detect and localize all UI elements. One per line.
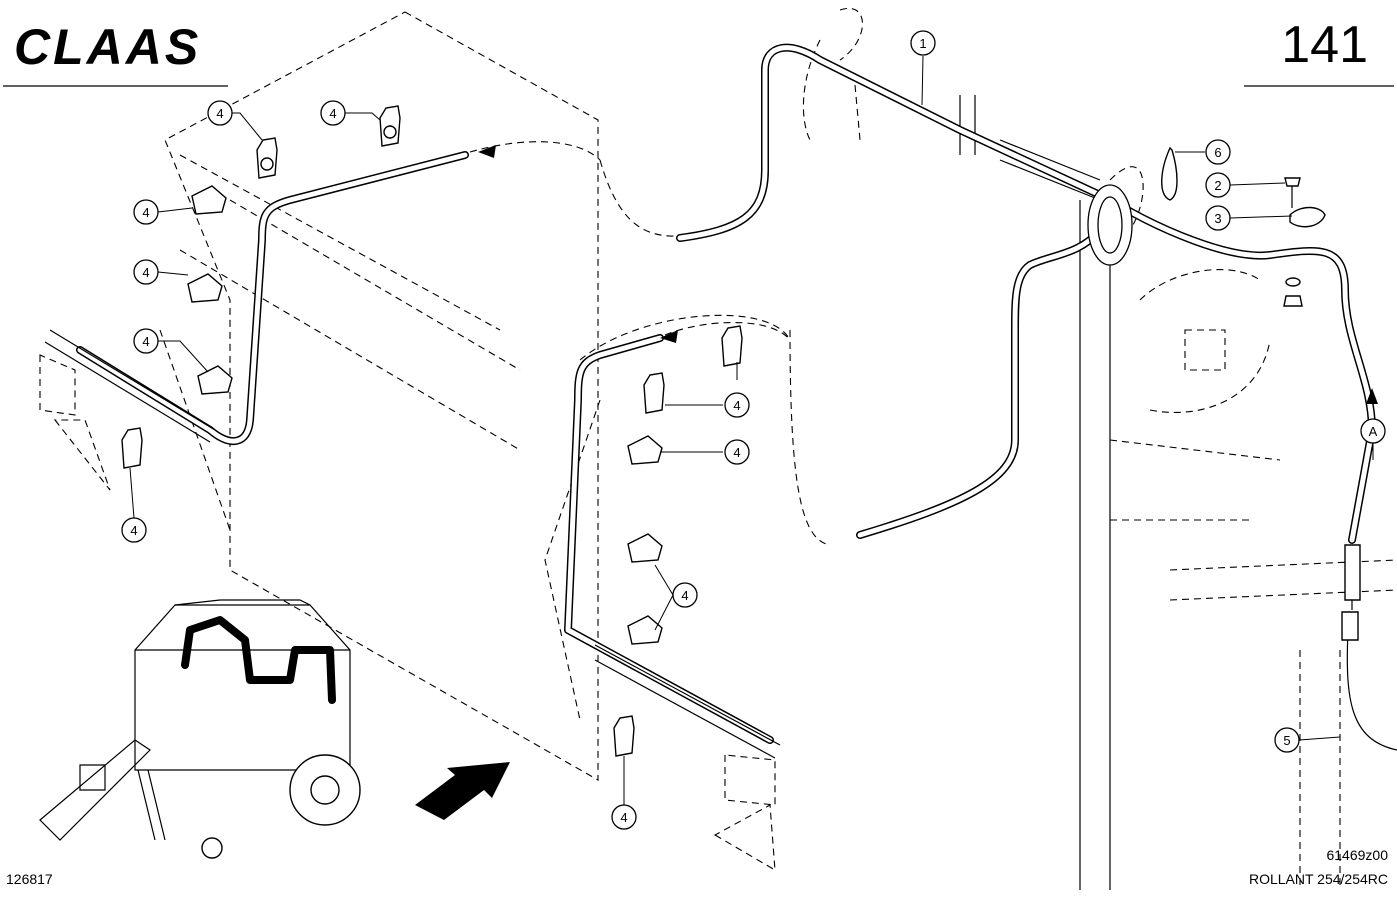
- hydraulic-hose: [76, 43, 1397, 751]
- diagram-code: 61469z00: [1326, 847, 1388, 863]
- callout-4: 4: [672, 582, 698, 608]
- clip: [627, 435, 663, 465]
- clip: [187, 273, 223, 303]
- direction-arrow-icon: [478, 145, 496, 158]
- header: CLAAS 141: [3, 16, 1394, 87]
- svg-text:5: 5: [1283, 733, 1290, 748]
- svg-text:4: 4: [130, 523, 137, 538]
- svg-text:4: 4: [681, 588, 688, 603]
- clip: [191, 185, 227, 215]
- hose-clips: [121, 105, 743, 757]
- callout-4: 4: [320, 100, 346, 126]
- assembly-arrow-icon: [415, 762, 510, 820]
- callout-1: 1: [910, 30, 936, 56]
- svg-text:3: 3: [1214, 211, 1221, 226]
- baler-overview: [39, 599, 361, 859]
- callout-4: 4: [121, 517, 147, 543]
- chassis-structure: [854, 84, 1397, 890]
- clip: [613, 715, 635, 757]
- callout-2: 2: [1205, 172, 1231, 198]
- clip: [379, 105, 401, 147]
- svg-text:4: 4: [733, 398, 740, 413]
- coupling-socket: [1341, 611, 1359, 641]
- callout-4: 4: [133, 328, 159, 354]
- svg-text:4: 4: [733, 445, 740, 460]
- callout-5: 5: [1274, 727, 1300, 753]
- model-name: ROLLANT 254/254RC: [1249, 871, 1388, 887]
- svg-text:4: 4: [142, 334, 149, 349]
- svg-text:4: 4: [620, 810, 627, 825]
- machine-frame-outline: [159, 7, 1144, 781]
- coupling: [1344, 544, 1361, 601]
- cable-tie: [1161, 146, 1178, 201]
- page-number: 141: [1281, 16, 1368, 74]
- callout-3: 3: [1205, 205, 1231, 231]
- callout-4: 4: [133, 199, 159, 225]
- bolt: [1284, 177, 1301, 187]
- clip: [627, 533, 663, 563]
- svg-text:1: 1: [919, 36, 926, 51]
- svg-text:4: 4: [142, 265, 149, 280]
- callout-4: 4: [207, 100, 233, 126]
- callouts: 1 6 2 3 A 5 4 4 4 4 4 4 4 4 4 4: [121, 30, 1386, 830]
- clip: [121, 427, 143, 469]
- callout-4: 4: [724, 392, 750, 418]
- svg-text:A: A: [1369, 424, 1378, 439]
- direction-arrow-icon: [660, 330, 678, 343]
- svg-text:2: 2: [1214, 178, 1221, 193]
- callout-4: 4: [133, 259, 159, 285]
- claas-logo: CLAAS: [14, 19, 201, 75]
- clip: [256, 137, 278, 179]
- clip: [721, 325, 743, 367]
- hardware-parts: [1161, 146, 1361, 641]
- footer: 61469z00 ROLLANT 254/254RC 126817: [6, 847, 1388, 887]
- sheet-number: 126817: [6, 871, 53, 887]
- callout-4: 4: [724, 439, 750, 465]
- clamp: [1289, 206, 1326, 228]
- direction-arrow-icon: [1366, 388, 1378, 404]
- perforated-rails: [39, 329, 781, 872]
- washer: [1285, 277, 1301, 287]
- svg-text:4: 4: [216, 106, 223, 121]
- clip: [197, 365, 233, 395]
- svg-text:4: 4: [329, 106, 336, 121]
- svg-text:4: 4: [142, 205, 149, 220]
- callout-4: 4: [611, 804, 637, 830]
- svg-text:6: 6: [1214, 145, 1221, 160]
- clip: [643, 372, 665, 414]
- callout-A: A: [1360, 418, 1386, 444]
- nut: [1283, 295, 1303, 307]
- callout-6: 6: [1205, 139, 1231, 165]
- clip: [627, 615, 663, 645]
- callout-leaders: [129, 55, 1374, 805]
